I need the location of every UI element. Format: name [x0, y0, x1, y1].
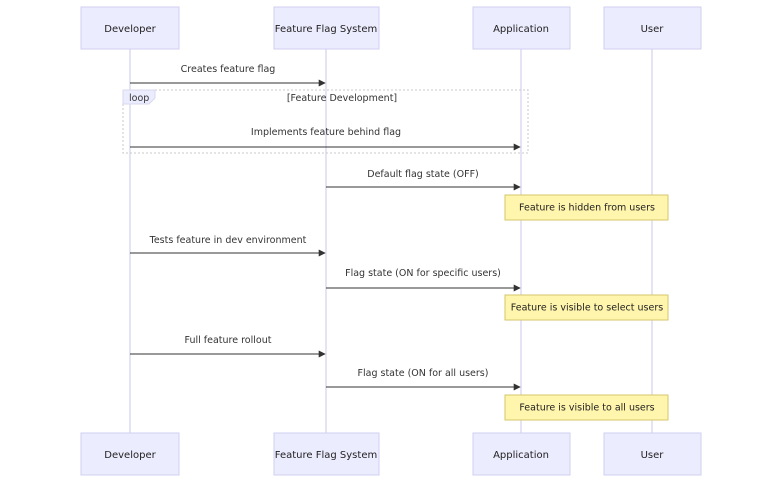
note-visible-to-select-users: Feature is visible to select users — [504, 294, 669, 321]
actor-label: Feature Flag System — [275, 24, 377, 35]
loop-keyword: loop — [129, 93, 149, 104]
note-visible-to-all-users: Feature is visible to all users — [504, 394, 669, 421]
note-label: Feature is visible to all users — [519, 403, 654, 414]
loop-tab — [122, 89, 156, 105]
message-label: Full feature rollout — [185, 335, 272, 346]
message-default-flag-state: Default flag state (OFF) — [326, 169, 521, 191]
message-creates-feature-flag: Creates feature flag — [130, 64, 326, 87]
actor-top-application: Application — [472, 6, 571, 50]
actor-bottom-developer: Developer — [80, 432, 180, 476]
actor-bottom-user: User — [603, 432, 702, 476]
actor-label: Developer — [104, 450, 156, 461]
note-label: Feature is hidden from users — [519, 203, 655, 214]
message-implements-feature: Implements feature behind flag — [130, 127, 521, 151]
message-full-rollout: Full feature rollout — [130, 335, 326, 358]
message-label: Implements feature behind flag — [251, 127, 401, 138]
actor-bottom-feature-flag-system: Feature Flag System — [273, 432, 380, 476]
message-label: Tests feature in dev environment — [149, 235, 307, 246]
message-label: Creates feature flag — [181, 64, 276, 75]
message-label: Flag state (ON for specific users) — [345, 268, 501, 279]
actor-top-user: User — [603, 6, 702, 50]
actor-top-developer: Developer — [80, 6, 180, 50]
actor-bottom-application: Application — [472, 432, 571, 476]
message-label: Default flag state (OFF) — [367, 169, 479, 180]
loop-frame: loop [Feature Development] — [122, 89, 529, 154]
loop-condition: [Feature Development] — [287, 93, 397, 104]
note-label: Feature is visible to select users — [511, 303, 663, 314]
actor-label: Application — [493, 450, 549, 461]
actor-label: User — [641, 24, 665, 35]
actor-label: User — [641, 450, 665, 461]
actor-label: Developer — [104, 24, 156, 35]
actor-label: Application — [493, 24, 549, 35]
message-flag-state-specific: Flag state (ON for specific users) — [326, 268, 521, 292]
actor-top-feature-flag-system: Feature Flag System — [273, 6, 380, 50]
message-label: Flag state (ON for all users) — [358, 368, 489, 379]
actor-label: Feature Flag System — [275, 450, 377, 461]
note-hidden-from-users: Feature is hidden from users — [504, 194, 669, 221]
message-flag-state-all: Flag state (ON for all users) — [326, 368, 521, 391]
message-tests-feature: Tests feature in dev environment — [130, 235, 326, 257]
